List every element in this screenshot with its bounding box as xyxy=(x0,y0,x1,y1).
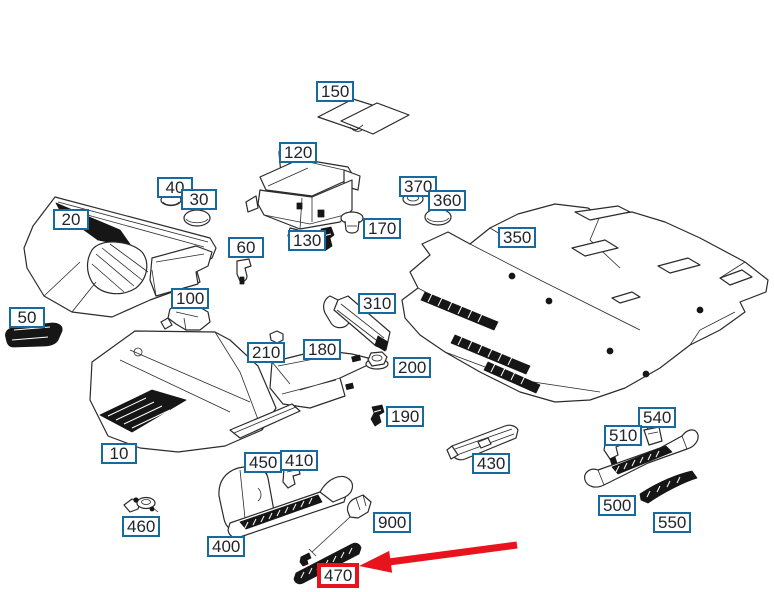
part-label-10[interactable]: 10 xyxy=(101,443,137,464)
part-drawing-400 xyxy=(218,465,354,539)
part-label-360[interactable]: 360 xyxy=(428,190,467,211)
part-drawing-900 xyxy=(308,494,372,557)
part-label-550[interactable]: 550 xyxy=(653,512,692,533)
part-label-50[interactable]: 50 xyxy=(9,307,45,328)
part-label-150[interactable]: 150 xyxy=(316,81,355,102)
part-label-350[interactable]: 350 xyxy=(498,227,537,248)
part-drawing-180 xyxy=(269,349,371,409)
part-drawing-430 xyxy=(446,424,519,461)
part-drawing-550 xyxy=(639,470,698,504)
part-label-130[interactable]: 130 xyxy=(288,230,327,251)
part-label-900[interactable]: 900 xyxy=(373,512,412,533)
part-label-450[interactable]: 450 xyxy=(244,452,283,473)
part-label-100[interactable]: 100 xyxy=(171,288,210,309)
part-label-540[interactable]: 540 xyxy=(638,407,677,428)
part-label-470[interactable]: 470 xyxy=(317,563,360,588)
part-drawing-60 xyxy=(236,258,252,285)
part-drawing-460 xyxy=(123,496,159,513)
part-label-400[interactable]: 400 xyxy=(207,536,246,557)
part-label-120[interactable]: 120 xyxy=(279,142,318,163)
part-label-60[interactable]: 60 xyxy=(228,237,264,258)
part-drawing-10 xyxy=(89,330,301,453)
part-drawing-310 xyxy=(323,295,391,352)
part-label-410[interactable]: 410 xyxy=(280,450,319,471)
part-label-430[interactable]: 430 xyxy=(472,453,511,474)
part-drawing-350 xyxy=(401,203,769,403)
part-label-170[interactable]: 170 xyxy=(363,218,402,239)
part-drawing-150 xyxy=(317,98,410,135)
part-label-310[interactable]: 310 xyxy=(358,293,397,314)
part-label-460[interactable]: 460 xyxy=(122,516,161,537)
red-arrow xyxy=(359,541,518,573)
part-label-20[interactable]: 20 xyxy=(53,209,89,230)
part-label-30[interactable]: 30 xyxy=(181,189,217,210)
part-drawing-500 xyxy=(584,429,699,488)
part-drawing-190 xyxy=(370,404,385,427)
part-label-370[interactable]: 370 xyxy=(399,176,438,197)
part-drawing-120 xyxy=(245,149,361,239)
part-label-190[interactable]: 190 xyxy=(386,406,425,427)
part-drawing-170 xyxy=(340,211,364,234)
part-label-210[interactable]: 210 xyxy=(247,342,286,363)
part-label-180[interactable]: 180 xyxy=(303,339,342,360)
part-drawing-200 xyxy=(365,351,389,370)
part-label-500[interactable]: 500 xyxy=(598,495,637,516)
part-label-200[interactable]: 200 xyxy=(393,357,432,378)
part-label-510[interactable]: 510 xyxy=(604,425,643,446)
